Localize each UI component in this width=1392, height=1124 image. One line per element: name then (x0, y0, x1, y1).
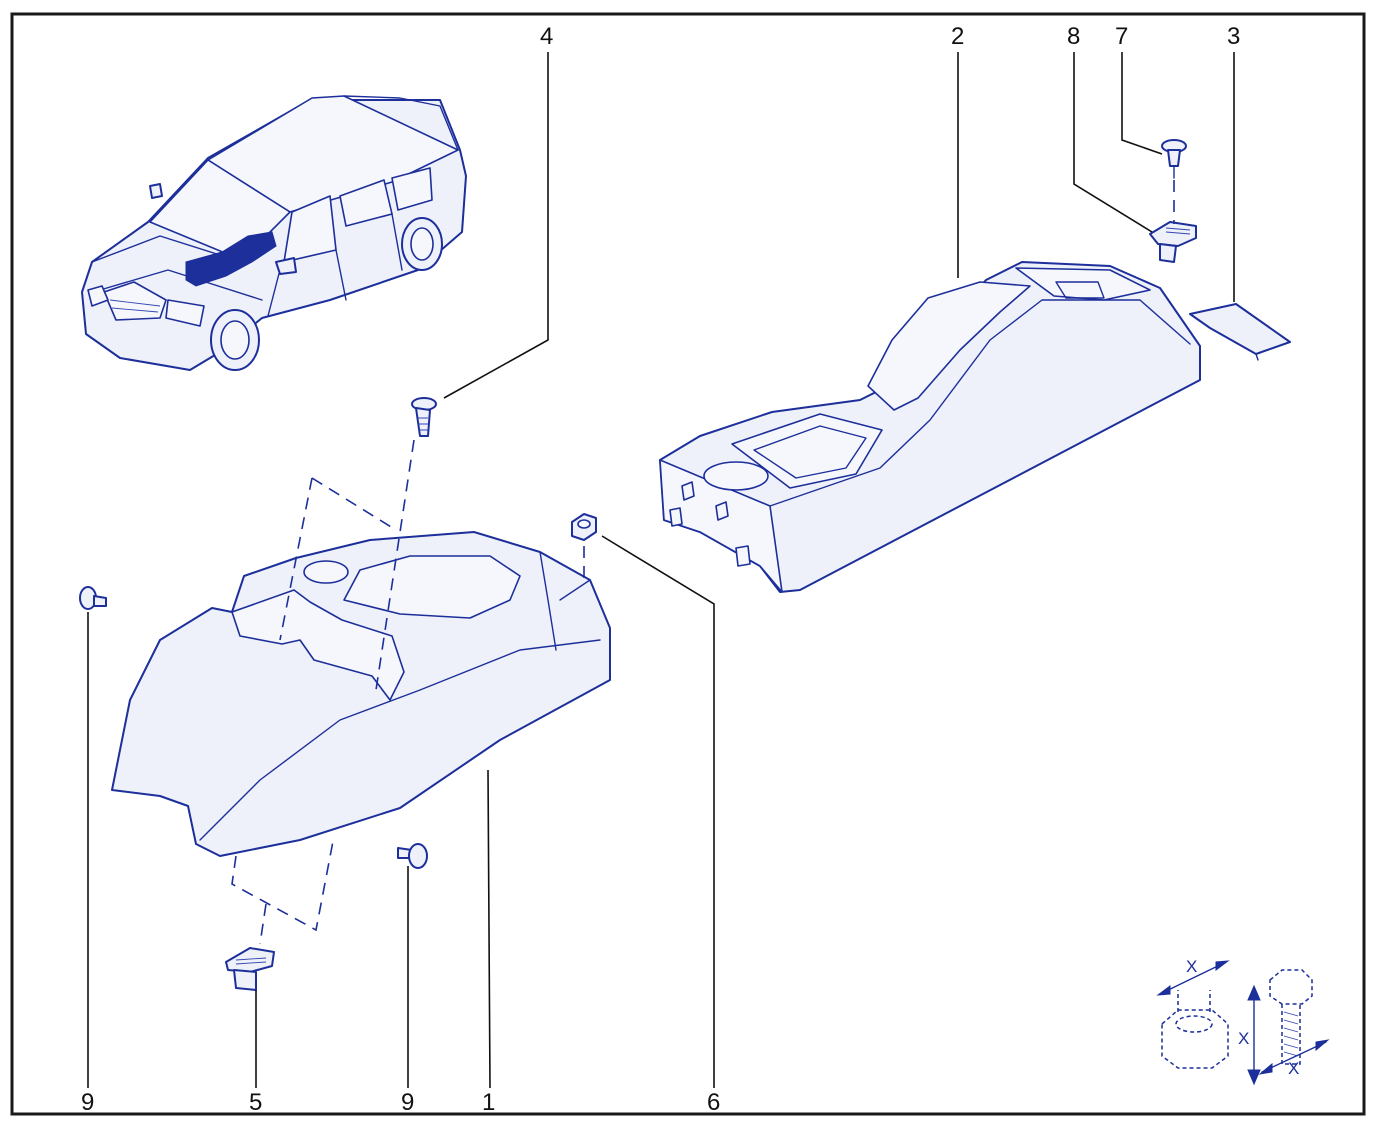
part-1-lower-console (111, 531, 611, 857)
part-2-centre-console (659, 261, 1201, 593)
part-3-cover (1189, 303, 1291, 361)
leader-7 (1121, 52, 1163, 155)
legend-bolt-length-x: X (1238, 1029, 1249, 1048)
vehicle-location-illustration (81, 95, 467, 371)
legend-bolt: X X (1238, 969, 1330, 1086)
screw-4-axis (375, 439, 415, 691)
callout-3: 3 (1227, 23, 1240, 50)
diagram-frame (10, 12, 1366, 1116)
legend-nut: X (1156, 957, 1230, 1069)
callout-1: 1 (482, 1089, 495, 1116)
leader-8 (1073, 52, 1153, 233)
legend-nut-x: X (1186, 957, 1197, 976)
part-5-clip (225, 947, 275, 991)
part-9-clip-centre (397, 843, 428, 869)
torque-legend: X X X (1156, 957, 1330, 1086)
part-9-clip-left (79, 586, 107, 610)
legend-bolt-diameter-x: X (1288, 1059, 1299, 1078)
part-7-screw (1161, 139, 1187, 179)
callout-7: 7 (1115, 23, 1128, 50)
callout-2: 2 (951, 23, 964, 50)
callout-4: 4 (540, 23, 553, 50)
callout-8: 8 (1067, 23, 1080, 50)
callout-5: 5 (249, 1089, 262, 1116)
clip-5-axis (259, 903, 267, 945)
part-6-nut (571, 513, 597, 541)
callout-9-centre: 9 (401, 1089, 414, 1116)
part-8-clip (1149, 221, 1197, 263)
assembly-guide-part-1 (231, 477, 397, 932)
leader-4 (443, 52, 549, 399)
callout-9-left: 9 (81, 1089, 94, 1116)
leader-6 (601, 535, 715, 1088)
callout-6: 6 (707, 1089, 720, 1116)
part-4-screw (411, 397, 437, 437)
leader-1 (487, 769, 491, 1089)
